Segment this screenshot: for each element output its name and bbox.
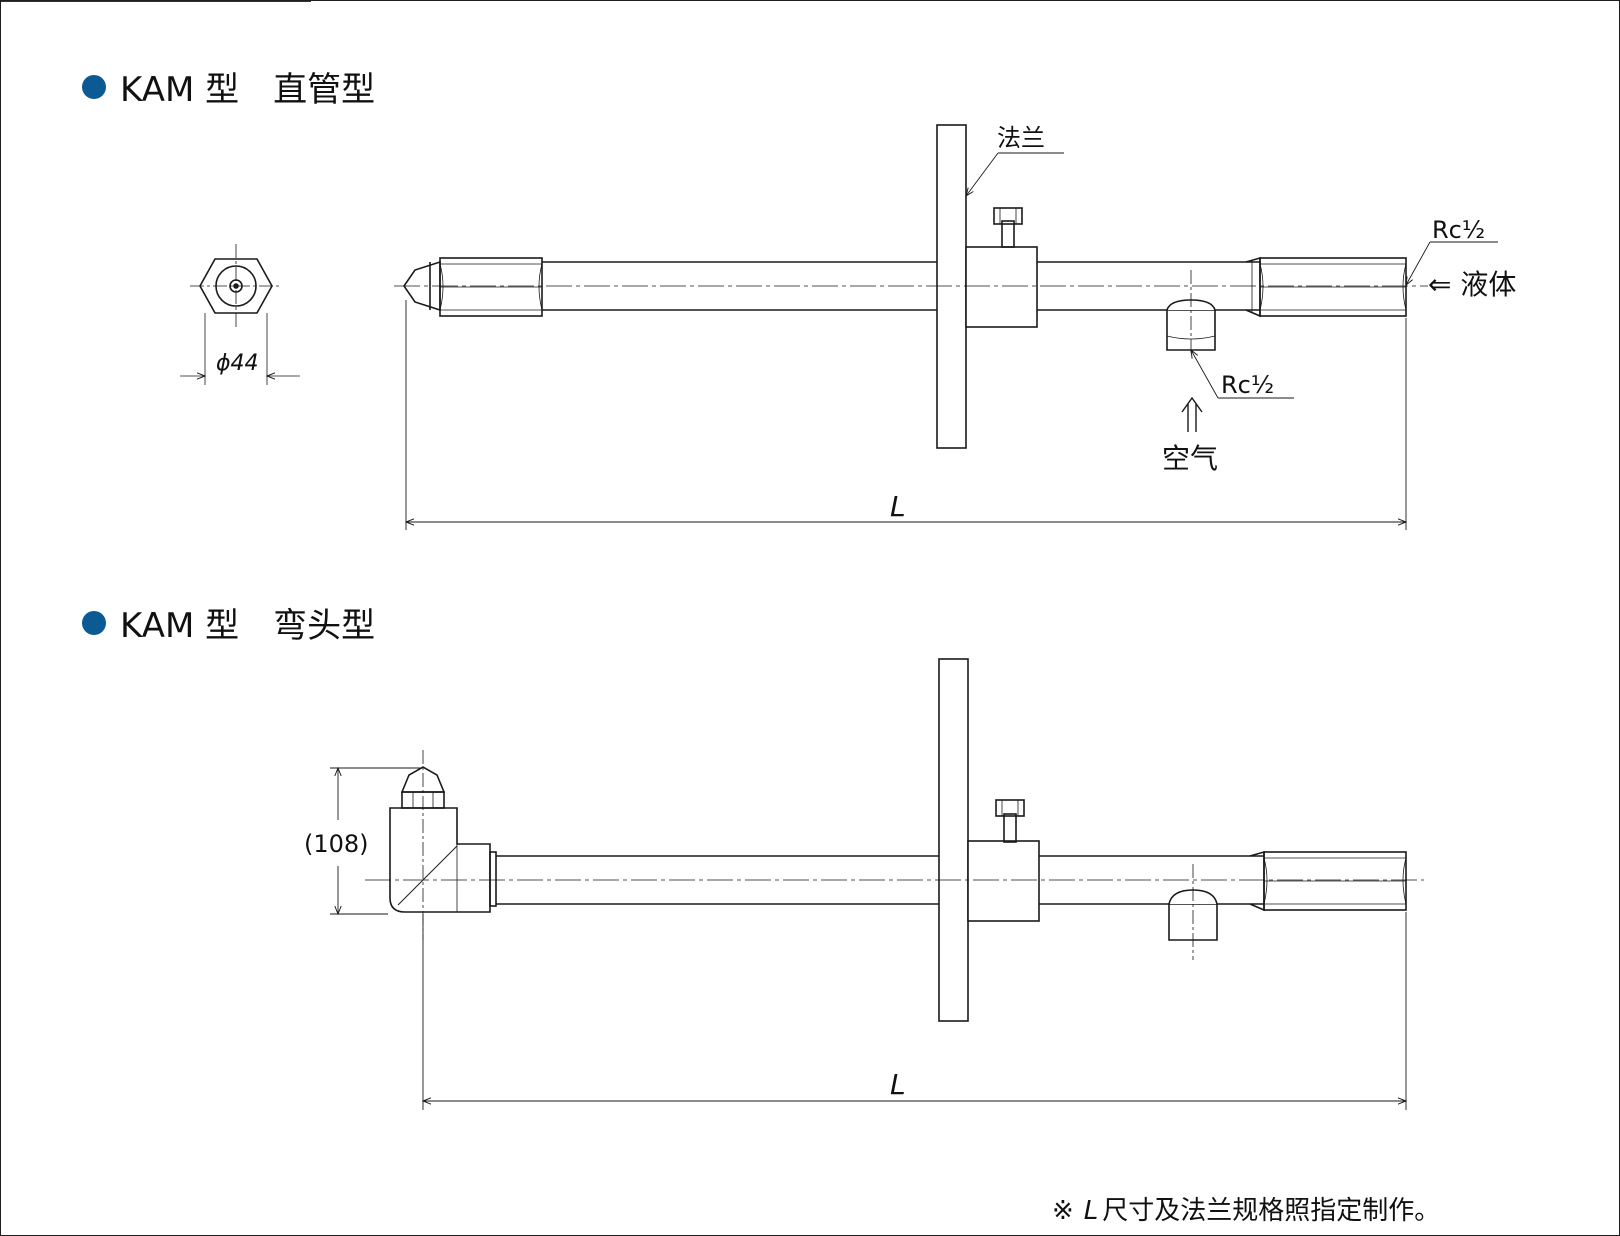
elbow-nozzle-assembly <box>365 658 1424 1022</box>
section-heading-elbow: KAM 型 弯头型 <box>82 598 375 647</box>
liquid-port-label: Rc½ <box>1432 216 1485 244</box>
section-heading-straight: KAM 型 直管型 <box>82 62 375 111</box>
note-mark: ※ <box>1052 1196 1074 1226</box>
air-inlet-label: 空气 <box>1162 442 1218 475</box>
end-view-hexagon <box>180 244 300 385</box>
bullet-icon <box>82 74 106 99</box>
height-108-label: (108) <box>304 830 369 858</box>
section-title: KAM 型 直管型 <box>120 70 376 110</box>
length-label-bottom: L <box>890 1068 906 1101</box>
liquid-inlet-label: ⇐ 液体 <box>1428 268 1516 301</box>
flange-label: 法兰 <box>997 124 1045 152</box>
diameter-label: ϕ44 <box>216 351 259 376</box>
top-border-fragment <box>1 1 311 2</box>
section-title: KAM 型 弯头型 <box>120 606 376 646</box>
straight-nozzle-assembly <box>394 124 1428 449</box>
bullet-icon <box>82 610 106 635</box>
top-annotations <box>404 152 1498 530</box>
length-label-top: L <box>890 490 906 523</box>
note-symbol: L <box>1083 1196 1099 1226</box>
note-text: 尺寸及法兰规格照指定制作。 <box>1102 1196 1441 1226</box>
air-port-label: Rc½ <box>1221 371 1274 399</box>
bottom-annotations <box>330 766 1408 1110</box>
